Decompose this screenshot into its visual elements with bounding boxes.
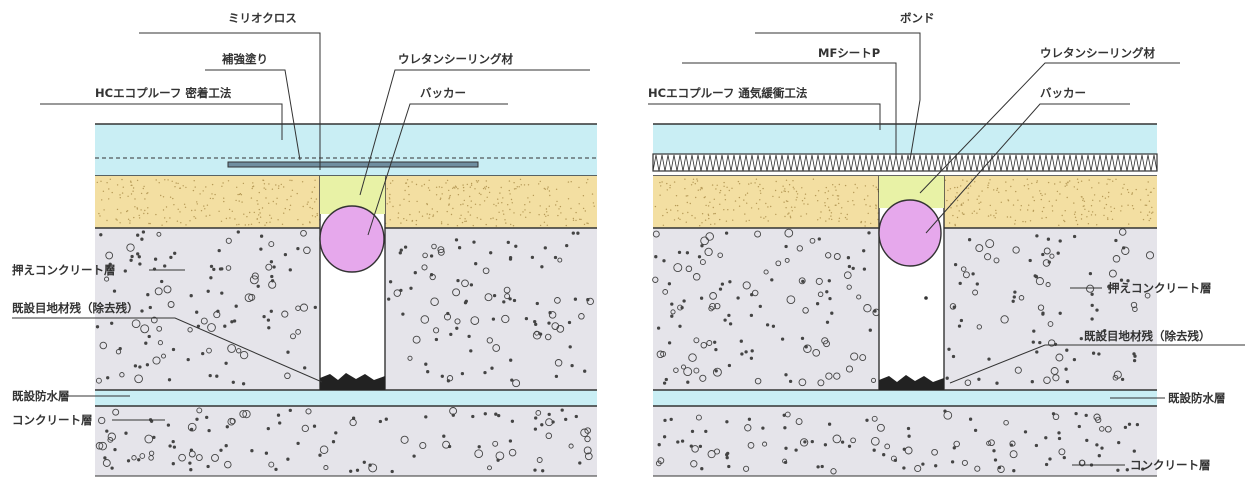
right-backer-rod (878, 199, 942, 267)
label-backer: バッカー (420, 86, 466, 100)
label-existing-waterproof-right: 既設防水層 (1168, 391, 1226, 405)
left-hc-eco-proof-layer (95, 124, 597, 176)
label-old-joint-residue-right: 既設目地材残（除去残） (1084, 329, 1211, 343)
label-existing-waterproof: 既設防水層 (12, 389, 70, 403)
label-protective-concrete-right: 押えコンクリート層 (1108, 281, 1212, 295)
left-backer-rod (319, 205, 385, 273)
label-hc-eco-proof-adhesion: HCエコプルーフ 密着工法 (95, 86, 232, 100)
left-panel (12, 32, 597, 477)
label-mf-sheet: MFシートP (818, 46, 880, 60)
label-bond: ボンド (900, 11, 935, 25)
right-sand-dots (654, 178, 1155, 227)
right-mf-sheet-hatch (652, 154, 1158, 172)
label-concrete-layer: コンクリート層 (12, 413, 93, 427)
right-waterproof-layer (653, 390, 1157, 406)
label-urethane-sealant-right: ウレタンシーリング材 (1040, 46, 1155, 60)
label-mirio-cloth: ミリオクロス (228, 11, 297, 25)
right-old-joint-residue (879, 375, 944, 390)
label-backer-right: バッカー (1040, 86, 1086, 100)
label-old-joint-residue: 既設目地材残（除去残） (12, 301, 139, 315)
left-aggregate-dots (95, 229, 594, 474)
label-urethane-sealant: ウレタンシーリング材 (398, 52, 513, 66)
right-base-concrete (653, 406, 1157, 476)
label-reinforcement-coat: 補強塗り (221, 52, 268, 66)
label-concrete-layer-right: コンクリート層 (1130, 458, 1211, 472)
right-labels: ボンド MFシートP HCエコプルーフ 通気緩衝工法 ウレタンシーリング材 バッ… (648, 11, 1226, 472)
label-hc-eco-proof-ventilated: HCエコプルーフ 通気緩衝工法 (648, 86, 808, 100)
left-waterproof-layer (95, 390, 597, 406)
left-labels: ミリオクロス 補強塗り HCエコプルーフ 密着工法 ウレタンシーリング材 バッカ… (12, 11, 513, 427)
left-base-concrete (95, 406, 597, 476)
right-panel (648, 32, 1245, 477)
right-aggregate-dots (652, 228, 1155, 475)
left-mirio-cloth (227, 161, 479, 168)
label-protective-concrete: 押えコンクリート層 (12, 263, 116, 277)
left-old-joint-residue (320, 373, 385, 390)
right-hc-eco-proof-layer (653, 124, 1157, 154)
